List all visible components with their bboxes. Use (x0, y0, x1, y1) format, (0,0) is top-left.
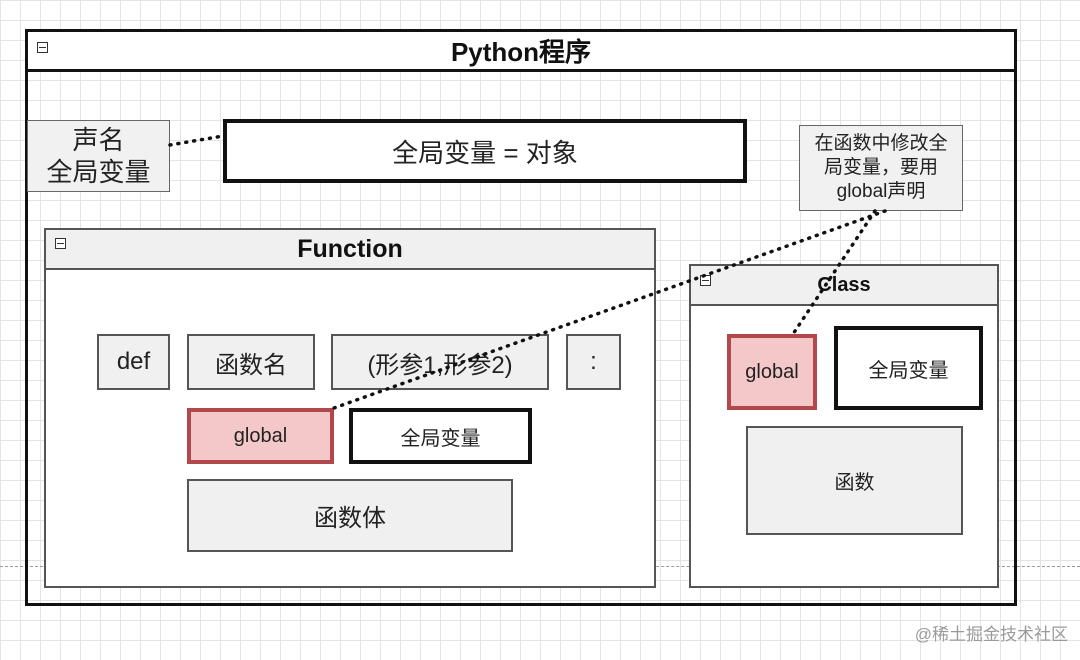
function-global-keyword: global (233, 424, 288, 447)
program-title: Python程序 (450, 37, 592, 67)
declare-global-text: 声名 全局变量 (46, 125, 151, 187)
function-title: Function (297, 234, 403, 263)
function-header: Function (46, 230, 654, 270)
function-collapse-icon[interactable] (55, 238, 66, 249)
colon: : (590, 348, 597, 375)
class-global-var-box: 全局变量 (834, 326, 983, 410)
global-assignment-text: 全局变量 = 对象 (392, 137, 578, 168)
watermark: @稀土掘金技术社区 (898, 620, 1068, 644)
global-declaration-note: 在函数中修改全局变量，要用global声明 (799, 125, 963, 211)
parameters: (形参1,形参2) (367, 351, 513, 379)
class-title: Class (817, 273, 871, 296)
program-collapse-icon[interactable] (37, 42, 48, 53)
function-global-var: 全局变量 (400, 427, 481, 450)
class-header: Class (691, 266, 997, 306)
class-method-box: 函数 (746, 426, 963, 535)
global-declaration-note-text: 在函数中修改全局变量，要用global声明 (814, 133, 948, 202)
function-body: 函数体 (314, 505, 386, 532)
class-collapse-icon[interactable] (700, 275, 711, 286)
colon-box: : (566, 334, 621, 390)
function-global-var-box: 全局变量 (349, 408, 532, 464)
parameters-box: (形参1,形参2) (331, 334, 549, 390)
global-assignment-box: 全局变量 = 对象 (223, 119, 747, 183)
declare-global-note: 声名 全局变量 (27, 120, 170, 192)
program-header: Python程序 (28, 32, 1014, 72)
class-global-var: 全局变量 (868, 359, 949, 382)
program-container: Python程序 (25, 29, 1017, 606)
function-global-keyword-box: global (187, 408, 334, 464)
class-method: 函数 (834, 472, 875, 494)
class-global-keyword: global (745, 360, 799, 383)
def-keyword: def (116, 348, 151, 375)
function-body-box: 函数体 (187, 479, 513, 552)
def-keyword-box: def (97, 334, 170, 390)
function-name-box: 函数名 (187, 334, 315, 390)
function-name: 函数名 (215, 351, 287, 379)
class-global-keyword-box: global (727, 334, 817, 410)
watermark-text: @稀土掘金技术社区 (914, 625, 1068, 644)
